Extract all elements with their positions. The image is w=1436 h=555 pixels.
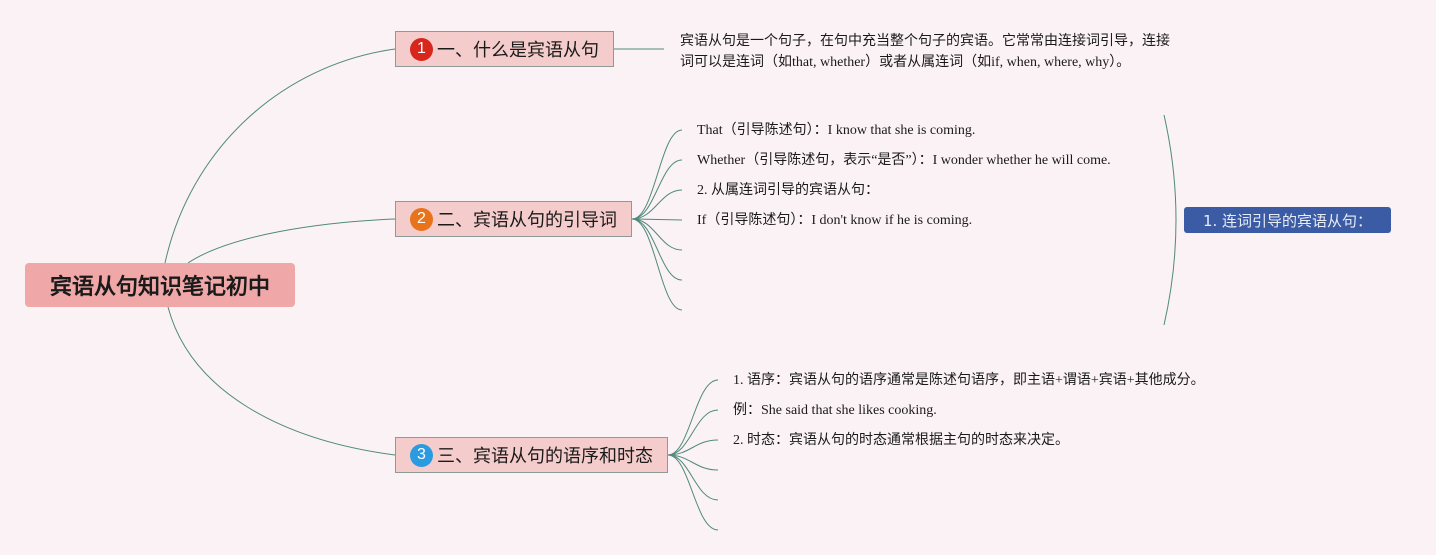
b2-leaf-4[interactable]: If（引导陈述句）：I don't know if he is coming. [697,213,973,228]
side-topic-label: 1. 连词引导的宾语从句： [1202,211,1373,230]
connector-b2-leaf-4 [631,218,683,221]
b2-leaf-1[interactable]: That（引导陈述句）：I know that she is coming. [697,123,976,138]
description-line-1: 宾语从句是一个句子，在句中充当整个句子的宾语。它常常由连接词引导，连接 [680,34,1170,49]
branch-label-1: 一、什么是宾语从句 [437,40,599,61]
side-topic-node[interactable]: 1. 连词引导的宾语从句： [1184,207,1391,233]
connector-b2-leaf-3 [631,189,683,220]
connector-b2-leaf-6 [631,218,683,281]
bracket-side [1163,114,1177,326]
number-badge-3: 3 [410,443,433,467]
connector-b2-leaf-7 [631,218,683,311]
connector-b2-leaf-2 [631,159,683,220]
root-label: 宾语从句知识笔记初中 [49,275,270,300]
connector-b3-leaf-5 [667,454,719,501]
root-node[interactable]: 宾语从句知识笔记初中 [25,263,295,307]
description-line-2: 词可以是连词（如that, whether）或者从属连词（如if, when, … [680,55,1131,70]
branch-node-3[interactable]: 3 三、宾语从句的语序和时态 [395,437,668,473]
connector-root-branch-2 [187,218,396,264]
connector-root-branch-1 [164,48,396,264]
branch-1-description[interactable]: 宾语从句是一个句子，在句中充当整个句子的宾语。它常常由连接词引导，连接 词可以是… [680,31,1180,73]
branch-node-2[interactable]: 2 二、宾语从句的引导词 [395,201,632,237]
connector-root-branch-3 [167,306,396,456]
branch-label-2: 二、宾语从句的引导词 [437,210,617,231]
branch-label-3: 三、宾语从句的语序和时态 [437,446,653,467]
connector-b3-leaf-6 [667,454,719,531]
connector-b2-leaf-1 [631,129,683,220]
connector-b3-leaf-3 [667,439,719,456]
number-badge-2: 2 [410,207,433,231]
b3-leaf-1[interactable]: 1. 语序：宾语从句的语序通常是陈述句语序，即主语+谓语+宾语+其他成分。 [733,373,1205,388]
connector-b2-leaf-5 [631,218,683,251]
connector-b3-leaf-1 [667,379,719,456]
b3-leaf-3[interactable]: 2. 时态：宾语从句的时态通常根据主句的时态来决定。 [733,433,1069,448]
b3-leaf-2[interactable]: 例：She said that she likes cooking. [733,403,937,418]
connector-b3-leaf-2 [667,409,719,456]
number-badge-1: 1 [410,37,433,61]
branch-node-1[interactable]: 1 一、什么是宾语从句 [395,31,614,67]
b2-leaf-2[interactable]: Whether（引导陈述句，表示“是否”）：I wonder whether h… [697,153,1111,168]
b2-leaf-3[interactable]: 2. 从属连词引导的宾语从句： [697,183,879,198]
